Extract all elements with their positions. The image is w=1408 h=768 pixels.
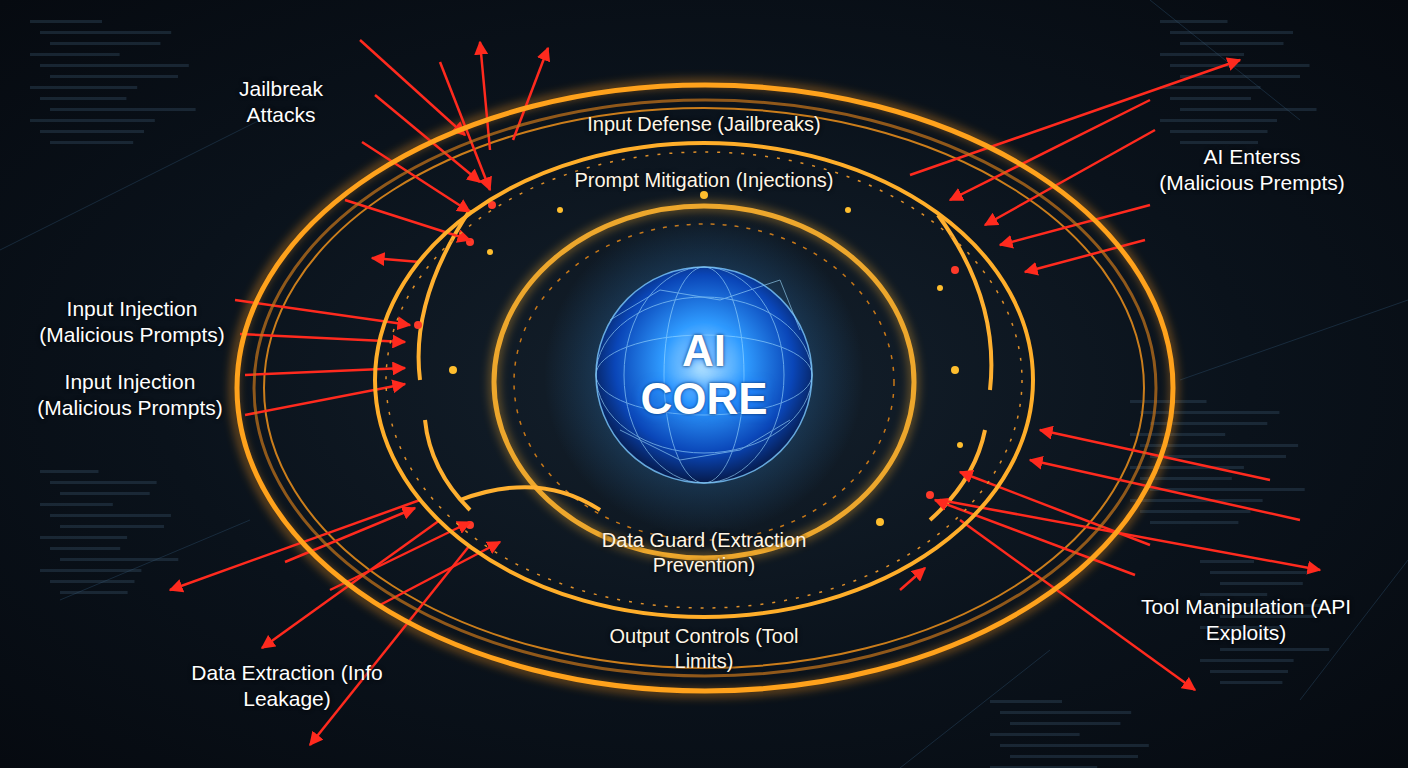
threat-label: Jailbreak Attacks — [206, 76, 356, 129]
layer-label: Input Defense (Jailbreaks) — [524, 112, 884, 137]
defense-ring: Prompt Mitigation (Injections) Data Guard… — [372, 140, 1036, 620]
threat-label: Input Injection (Malicious Prompts) — [27, 296, 237, 349]
layer-label: Data Guard (Extraction Prevention) — [574, 528, 834, 578]
core-sphere: AI CORE — [592, 263, 816, 487]
core-title: AI CORE — [629, 327, 779, 424]
defense-ring: Input Defense (Jailbreaks) Output Control… — [234, 82, 1176, 694]
threat-label: Input Injection (Malicious Prompts) — [25, 369, 235, 422]
threat-label: Data Extraction (Info Leakage) — [187, 660, 387, 713]
threat-label: Tool Manipulation (API Exploits) — [1131, 594, 1361, 647]
layer-label: Output Controls (Tool Limits) — [584, 624, 824, 674]
threat-label: AI Enterss (Malicious Prempts) — [1157, 144, 1347, 197]
layer-label: Prompt Mitigation (Injections) — [514, 168, 894, 193]
